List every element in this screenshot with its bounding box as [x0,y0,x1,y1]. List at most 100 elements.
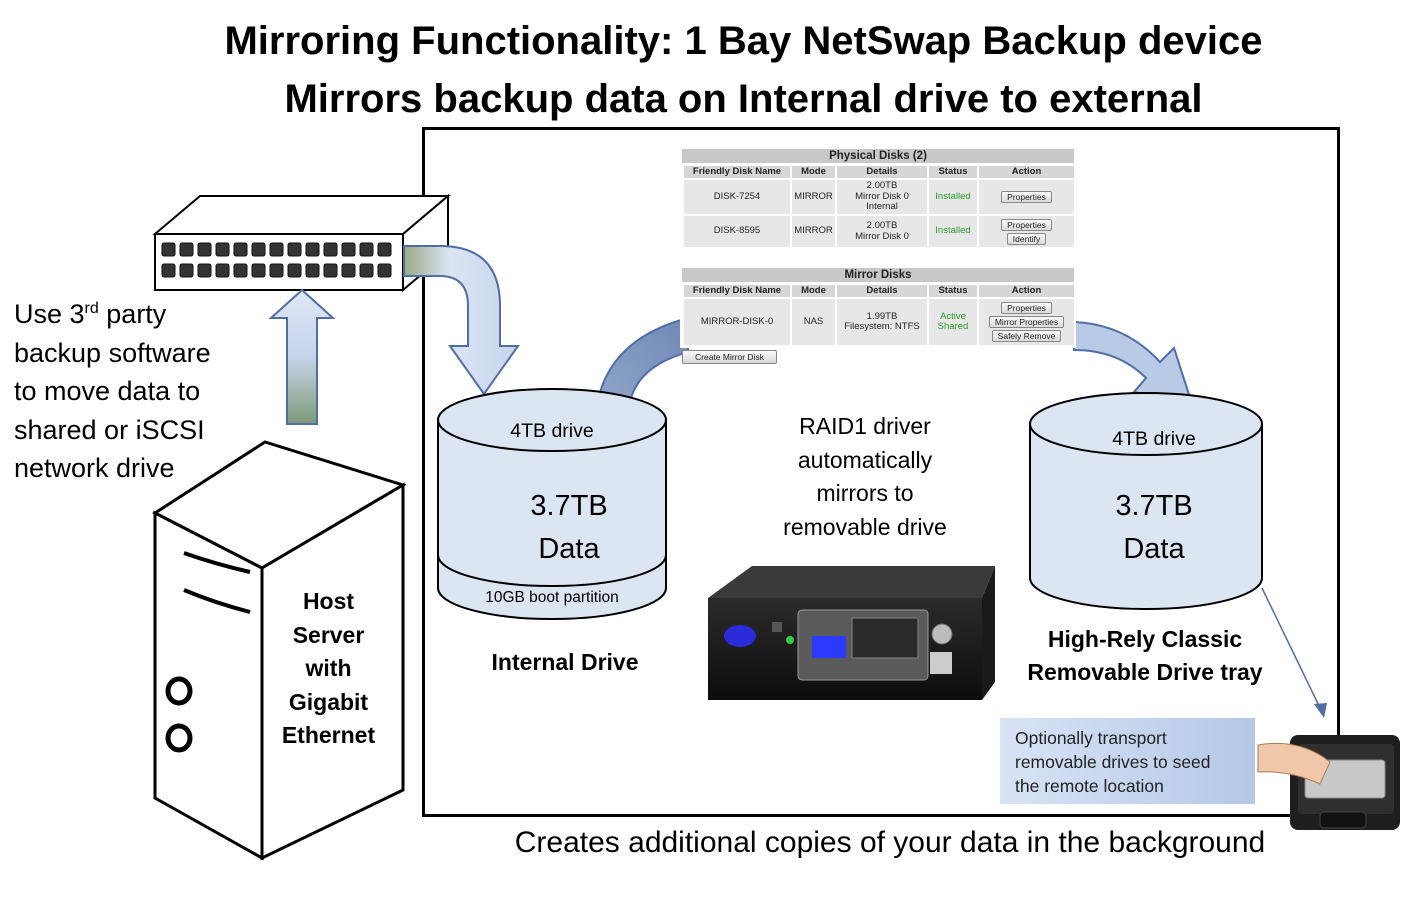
disk-details: 2.00TB Mirror Disk 0 Internal [835,178,929,216]
table-row: DISK-8595 MIRROR 2.00TB Mirror Disk 0 In… [682,214,1076,249]
side-text-line-1: Use 3 [14,299,85,329]
removable-drive-data-label: Data [1123,533,1185,565]
title-line-2: Mirrors backup data on Internal drive to… [284,77,1203,121]
side-text-line-5: network drive [14,453,175,483]
column-header: Details [835,164,929,180]
raid1-description: RAID1 driver automatically mirrors to re… [740,410,990,544]
removable-caption-line-2: Removable Drive tray [1027,659,1263,685]
internal-drive-data-size: 3.7TB [530,490,608,522]
server-tower-icon [152,440,407,861]
status-line: Active [940,310,966,322]
detail-line: Internal [866,201,898,213]
column-header: Details [835,283,929,299]
raid-text-line: mirrors to [816,480,914,506]
transport-text-line: Optionally transport [1015,728,1167,748]
disk-name: DISK-7254 [682,178,792,216]
network-switch-icon [152,193,451,293]
detail-line: 2.00TB [866,180,898,192]
raid-text-line: removable drive [783,513,947,540]
side-text-line-2: backup software [14,337,211,368]
internal-drive-data-label: Data [538,533,600,565]
transport-note-box: Optionally transport removable drives to… [1000,718,1255,804]
mirror-arrow-icon [1073,320,1194,406]
transport-arrow-line [1261,587,1323,713]
disk-details: 2.00TB Mirror Disk 0 [835,214,929,249]
transport-case-icon [1257,735,1400,830]
disk-mode: MIRROR [790,214,837,249]
internal-drive-cylinder [437,388,667,620]
properties-button[interactable]: Properties [1001,302,1052,314]
title-line-1: Mirroring Functionality: 1 Bay NetSwap B… [224,19,1263,63]
server-label-line: Host [302,588,355,614]
removable-drive-caption: High-Rely Classic Removable Drive tray [1000,623,1290,689]
column-header: Mode [790,164,837,180]
netswap-frame [422,127,1340,817]
column-header: Mode [790,283,837,299]
bottom-caption: Creates additional copies of your data i… [514,826,1266,859]
column-header: Action [977,164,1076,180]
physical-disks-table: Friendly Disk Name Mode Details Status A… [682,164,1076,249]
table-header-row: Friendly Disk Name Mode Details Status A… [682,283,1076,299]
detail-line: Mirror Disk 0 [855,230,909,242]
disk-status: Installed [927,178,979,216]
removable-drive-capacity: 4TB drive [1112,428,1196,450]
physical-disks-heading: Physical Disks (2) [682,149,1074,163]
identify-button[interactable]: Identify [1006,232,1047,245]
side-text-line-4: shared or iSCSI [14,414,205,445]
column-header: Status [927,283,979,299]
removable-drive-cylinder [1029,392,1263,610]
netswap-device-icon [708,566,995,700]
server-label-line: with [305,655,352,681]
backup-software-note: Use 3rd party backup software to move da… [14,290,264,488]
mirror-disks-heading: Mirror Disks [682,268,1074,282]
raid-text-line: RAID1 driver [799,413,931,439]
properties-button[interactable]: Properties [1001,218,1052,231]
server-label-line: Ethernet [281,722,376,748]
boot-partition-label: 10GB boot partition [485,589,619,606]
curved-arrow-icon [596,316,689,404]
column-header: Friendly Disk Name [682,164,792,180]
disk-mode: MIRROR [790,178,837,216]
transport-note: Optionally transport removable drives to… [1015,726,1211,798]
column-header: Status [927,164,979,180]
table-row: MIRROR-DISK-0 NAS 1.99TB Filesystem: NTF… [682,297,1076,347]
disk-actions: Properties [977,178,1076,216]
raid-text-line: automatically [797,446,933,473]
detail-line: Mirror Disk 0 [855,190,909,202]
transport-arrow-head [1314,703,1327,718]
detail-line: 2.00TB [866,220,898,231]
side-text-line-3: to move data to [14,376,201,406]
column-header: Action [977,283,1076,299]
status-line: Shared [937,321,969,332]
disk-mode: NAS [790,297,837,347]
disk-management-panel: Physical Disks (2) Friendly Disk Name Mo… [680,148,1076,364]
disk-actions: Properties Identify [977,214,1076,249]
internal-drive-capacity: 4TB drive [510,420,594,442]
disk-status: Installed [927,214,979,249]
mirror-properties-button[interactable]: Mirror Properties [988,316,1065,328]
table-header-row: Friendly Disk Name Mode Details Status A… [682,164,1076,180]
properties-button[interactable]: Properties [1001,191,1052,203]
detail-line: 1.99TB [866,310,898,322]
transport-text-line: the remote location [1015,776,1164,796]
disk-name: MIRROR-DISK-0 [682,297,792,347]
disk-status: Active Shared [927,297,979,347]
bent-arrow-icon [403,245,520,396]
disk-actions: Properties Mirror Properties Safely Remo… [977,297,1076,347]
host-server-label: Host Server with Gigabit Ethernet [266,585,391,753]
internal-drive-caption: Internal Drive [491,649,639,675]
safely-remove-button[interactable]: Safely Remove [991,330,1062,342]
detail-line: Filesystem: NTFS [844,321,920,332]
removable-drive-data-size: 3.7TB [1115,490,1193,522]
column-header: Friendly Disk Name [682,283,792,299]
up-arrow-icon [268,288,336,425]
disk-details: 1.99TB Filesystem: NTFS [835,297,929,347]
server-label-line: Gigabit [288,688,369,715]
transport-text-line: removable drives to seed [1015,752,1211,772]
side-text-line-1-end: party [98,299,167,329]
create-mirror-disk-button[interactable]: Create Mirror Disk [682,350,777,364]
server-label-line: Server [292,621,365,648]
table-row: DISK-7254 MIRROR 2.00TB Mirror Disk 0 In… [682,178,1076,216]
disk-name: DISK-8595 [682,214,792,249]
